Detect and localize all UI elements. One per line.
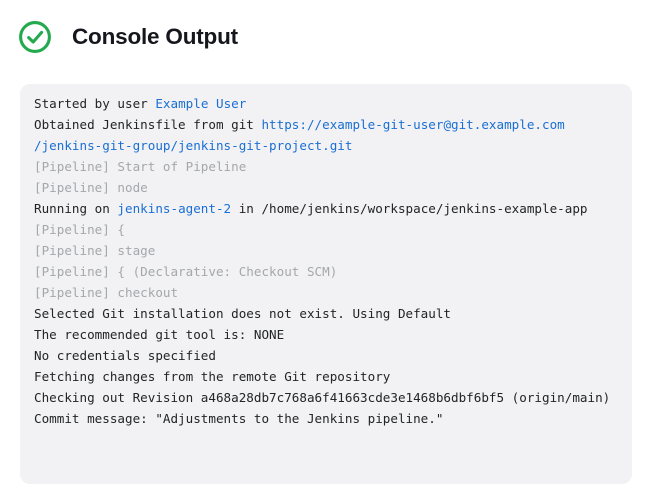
console-text: Running on xyxy=(34,201,118,216)
console-link[interactable]: Example User xyxy=(155,96,247,111)
console-text: Commit message: "Adjustments to the Jenk… xyxy=(34,411,444,426)
console-text: Checking out Revision a468a28db7c768a6f4… xyxy=(34,390,611,405)
console-text: Obtained Jenkinsfile from git xyxy=(34,117,262,132)
console-text: Started by user xyxy=(34,96,156,111)
console-pipeline-meta-text: [Pipeline] stage xyxy=(34,243,156,258)
console-line: The recommended git tool is: NONE xyxy=(34,324,618,345)
console-line: [Pipeline] checkout xyxy=(34,282,618,303)
page-header: Console Output xyxy=(0,0,650,61)
console-line: Fetching changes from the remote Git rep… xyxy=(34,366,618,387)
console-text: The recommended git tool is: NONE xyxy=(34,327,285,342)
console-line: [Pipeline] node xyxy=(34,177,618,198)
console-pipeline-meta-text: [Pipeline] { (Declarative: Checkout SCM) xyxy=(34,264,338,279)
console-line: Commit message: "Adjustments to the Jenk… xyxy=(34,408,618,429)
console-text: No credentials specified xyxy=(34,348,216,363)
console-line: [Pipeline] stage xyxy=(34,240,618,261)
page-title: Console Output xyxy=(72,24,238,49)
console-line: Running on jenkins-agent-2 in /home/jenk… xyxy=(34,198,618,219)
console-text: in /home/jenkins/workspace/jenkins-examp… xyxy=(231,201,588,216)
console-text: Selected Git installation does not exist… xyxy=(34,306,452,321)
console-line: /jenkins-git-group/jenkins-git-project.g… xyxy=(34,135,618,156)
console-pipeline-meta-text: [Pipeline] checkout xyxy=(34,285,179,300)
console-line: Started by user Example User xyxy=(34,93,618,114)
console-link[interactable]: jenkins-agent-2 xyxy=(117,201,232,216)
console-line: [Pipeline] { (Declarative: Checkout SCM) xyxy=(34,261,618,282)
console-link[interactable]: https://example-git-user@git.example.com xyxy=(261,117,565,132)
console-line: Checking out Revision a468a28db7c768a6f4… xyxy=(34,387,618,408)
console-line: Obtained Jenkinsfile from git https://ex… xyxy=(34,114,618,135)
console-link[interactable]: /jenkins-git-group/jenkins-git-project.g… xyxy=(34,138,353,153)
console-text: Fetching changes from the remote Git rep… xyxy=(34,369,391,384)
console-line: [Pipeline] Start of Pipeline xyxy=(34,156,618,177)
console-pipeline-meta-text: [Pipeline] { xyxy=(34,222,125,237)
console-pipeline-meta-text: [Pipeline] Start of Pipeline xyxy=(34,159,247,174)
console-line: Selected Git installation does not exist… xyxy=(34,303,618,324)
console-line: No credentials specified xyxy=(34,345,618,366)
console-line: [Pipeline] { xyxy=(34,219,618,240)
success-check-icon xyxy=(19,21,51,53)
console-pipeline-meta-text: [Pipeline] node xyxy=(34,180,148,195)
